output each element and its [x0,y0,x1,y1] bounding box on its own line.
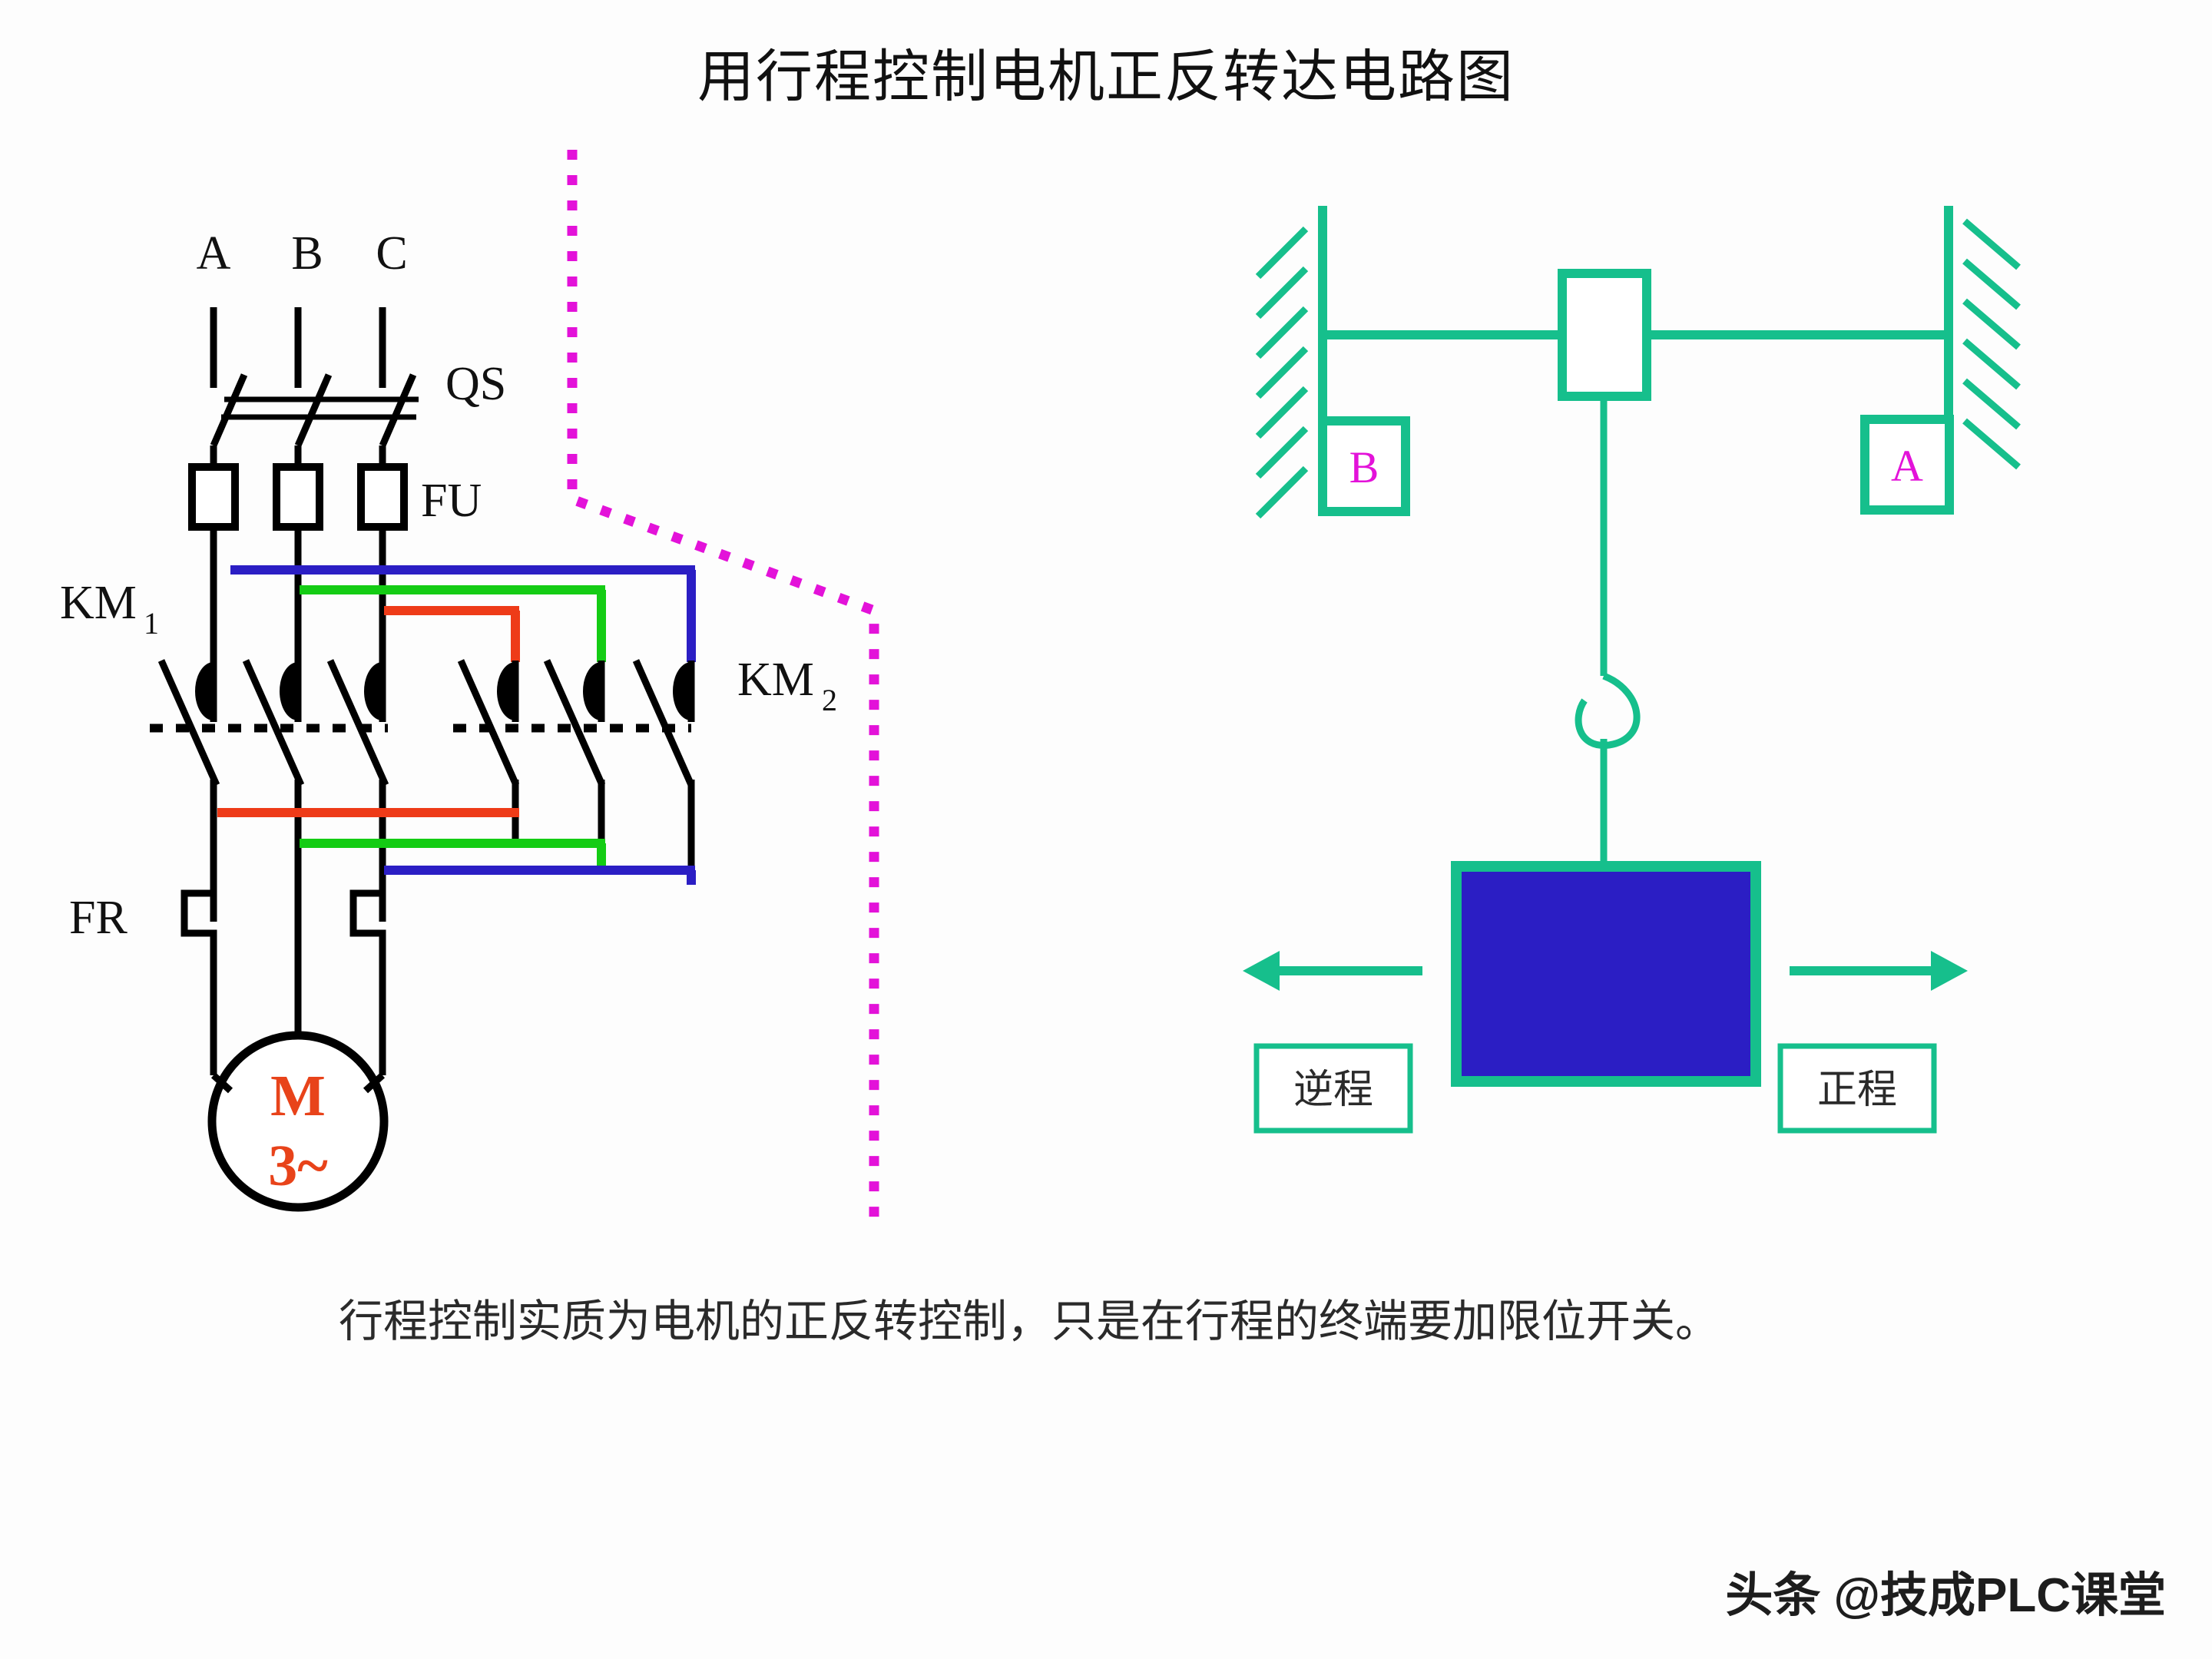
watermark-text: 头条 @技成PLC课堂 [1725,1569,2166,1622]
limit-switch-label-b: B [1349,442,1379,492]
left-wall-hatching [1255,226,1309,519]
km2-label: KM [737,654,814,706]
qs-label: QS [445,358,506,410]
km2-contact-cup-a [497,662,515,720]
km2-blade-c [632,659,695,786]
km1-label: KM [60,577,137,629]
fr-element-a [180,889,217,1022]
qs-blade-c [379,373,417,447]
qs-blade-b [294,373,333,447]
km2-contact-cup-c [673,662,691,720]
limit-switch-box-b [1318,416,1410,516]
phase-label-a: A [197,227,231,280]
motor-phase-mark: 3~ [268,1134,328,1198]
reverse-arrow-head [1243,951,1280,991]
hook-icon [1575,672,1641,749]
km1-blade-a [157,659,220,786]
km2-blade-a [457,659,520,786]
km2-blade-b [543,659,606,786]
km1-blade-c [326,659,389,786]
limit-switch-label-a: A [1891,441,1923,491]
section-divider-dotted-line [567,150,879,1227]
right-wall-hatching [1962,218,2021,470]
page-title: 用行程控制电机正反转达电路图 [697,46,1515,109]
km1-blade-b [242,659,305,786]
limit-switch-box-a [1860,415,1954,515]
motor-symbol-circle [207,1031,389,1212]
km2-contact-cup-b [583,662,601,720]
fuse-body-b [273,463,323,531]
motor-symbol-letter: M [270,1064,326,1128]
travel-label-reverse: 逆程 [1293,1068,1373,1112]
qs-blade-a [210,373,248,447]
phase-label-b: B [291,227,323,280]
power-circuit-group: A B C QS FU [60,227,837,1212]
phase-label-c: C [376,227,407,280]
travel-label-forward: 正程 [1817,1068,1897,1112]
travel-label-box-forward [1777,1043,1937,1134]
km1-contact-cup-c [364,662,382,720]
fr-element-c [349,889,386,1022]
carriage-block [1558,269,1651,401]
motor-terminal-a [210,1072,233,1094]
travel-label-box-reverse [1253,1043,1413,1134]
fuse-body-c [357,463,408,531]
figure-caption: 行程控制实质为电机的正反转控制，只是在行程的终端要加限位开关。 [339,1296,1720,1346]
km2-label-sub: 2 [822,683,837,717]
mechanism-group: B A 逆程 正程 [1243,206,2021,1134]
km1-contact-cup-a [195,662,214,720]
motor-terminal-c [363,1072,386,1094]
fuse-body-a [188,463,239,531]
fu-label: FU [421,475,482,527]
forward-arrow-head [1931,951,1968,991]
load-block [1451,861,1761,1087]
km1-label-sub: 1 [144,606,159,641]
fr-label: FR [69,892,127,944]
km1-contact-cup-b [280,662,298,720]
